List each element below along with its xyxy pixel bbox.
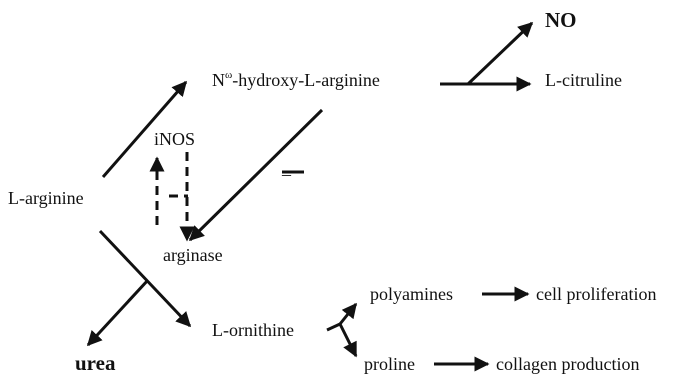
node-l-ornithine: L-ornithine: [212, 320, 294, 340]
arrow-arginine-to-n-hydroxy: [101, 80, 188, 178]
node-proline: proline: [364, 354, 415, 374]
node-inos: iNOS: [154, 129, 195, 149]
arrow-arginine-to-ornithine: [98, 229, 192, 328]
line-ornithine-branch: [326, 322, 341, 332]
node-l-citruline: L-citruline: [545, 70, 622, 90]
node-l-arginine: L-arginine: [8, 188, 84, 208]
node-no: NO: [545, 8, 577, 32]
n-hydroxy-superscript: ω: [225, 69, 232, 81]
node-n-hydroxy-l-arginine: Nω-hydroxy-L-arginine: [212, 69, 380, 90]
node-collagen-production: collagen production: [496, 354, 639, 374]
arrow-to-polyamines: [338, 302, 358, 325]
node-arginase: arginase: [163, 245, 223, 265]
arrow-n-hydroxy-to-arginase: [188, 108, 324, 242]
inhibition-mark: –: [281, 164, 292, 184]
arrow-to-urea: [86, 278, 150, 347]
n-hydroxy-suffix: -hydroxy-L-arginine: [232, 70, 380, 90]
n-hydroxy-prefix: N: [212, 70, 225, 90]
arrow-to-proline: [338, 323, 358, 358]
node-urea: urea: [75, 351, 116, 375]
arrow-to-no: [466, 21, 534, 86]
node-polyamines: polyamines: [370, 284, 453, 304]
node-cell-proliferation: cell proliferation: [536, 284, 656, 304]
